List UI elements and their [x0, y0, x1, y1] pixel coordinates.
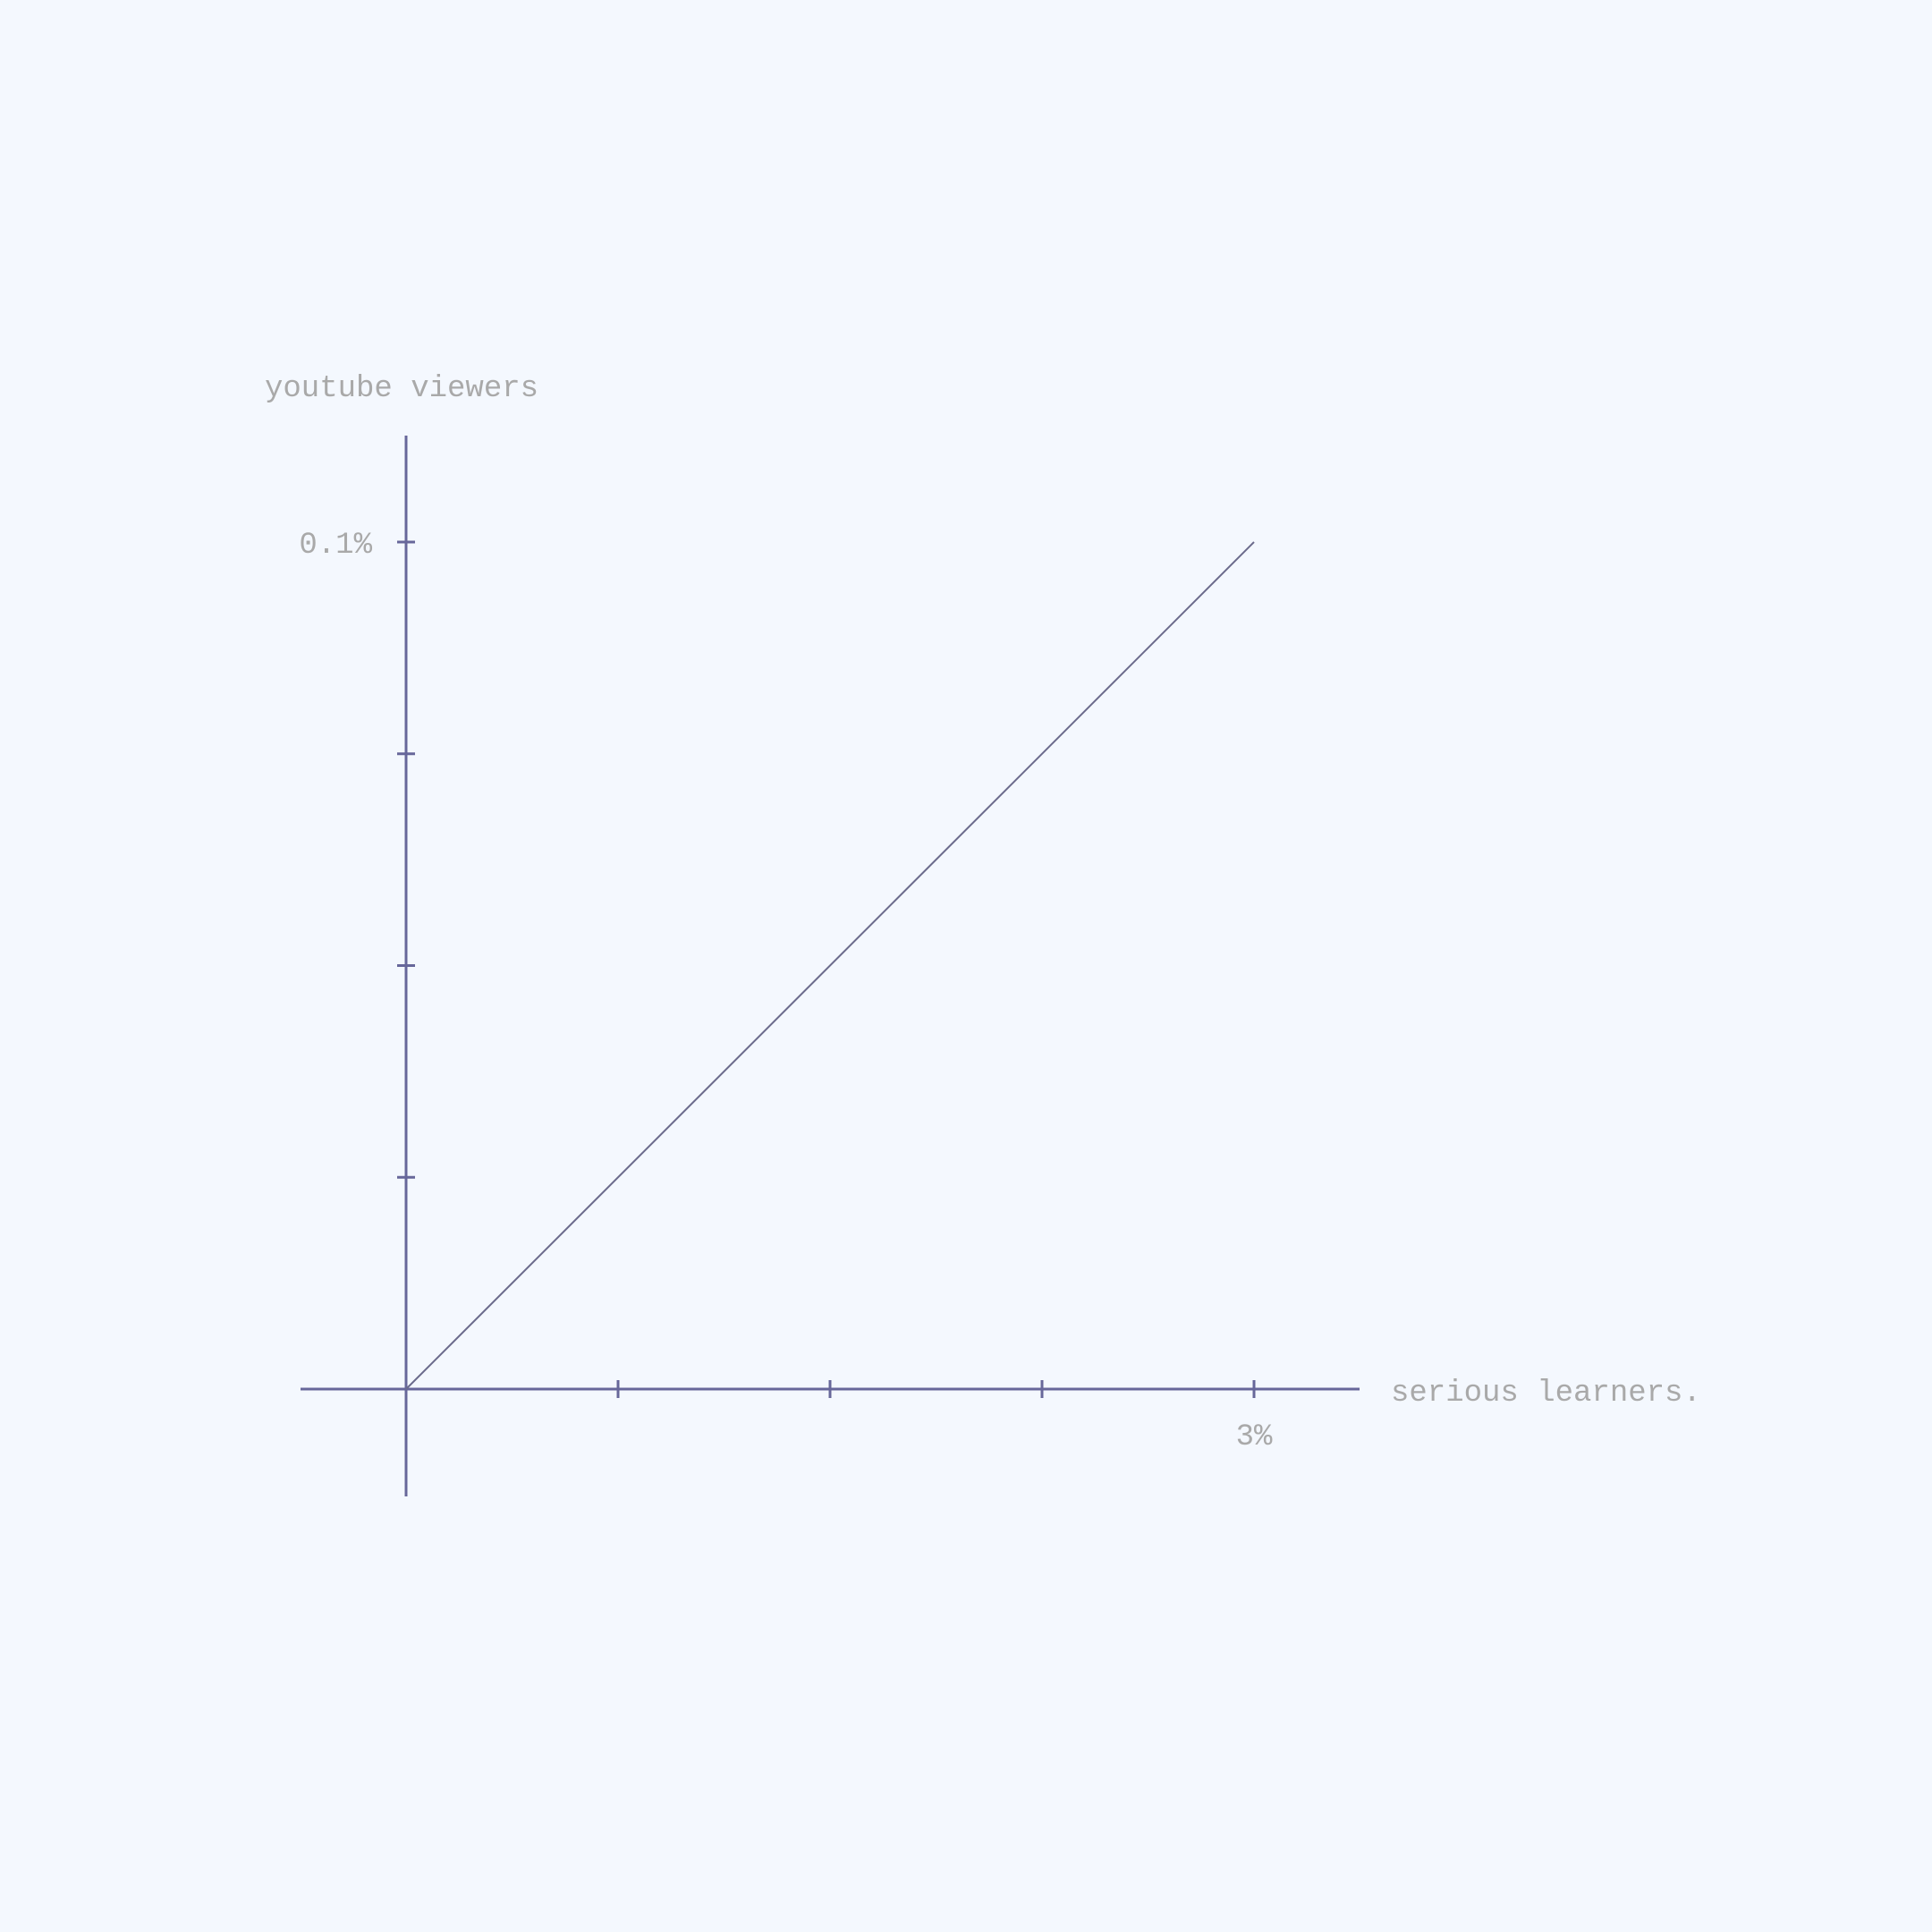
x-axis-label: serious learners. [1391, 1377, 1701, 1411]
series-line-1 [405, 541, 1255, 1390]
labels: youtube viewers serious learners. 3% 0.1% [265, 372, 1701, 1454]
ticks [397, 540, 1256, 1398]
series [405, 541, 1255, 1390]
y-tick-label-1: 0.1% [299, 529, 372, 563]
y-axis-label: youtube viewers [265, 372, 538, 406]
x-tick-label-1: 3% [1236, 1420, 1273, 1454]
